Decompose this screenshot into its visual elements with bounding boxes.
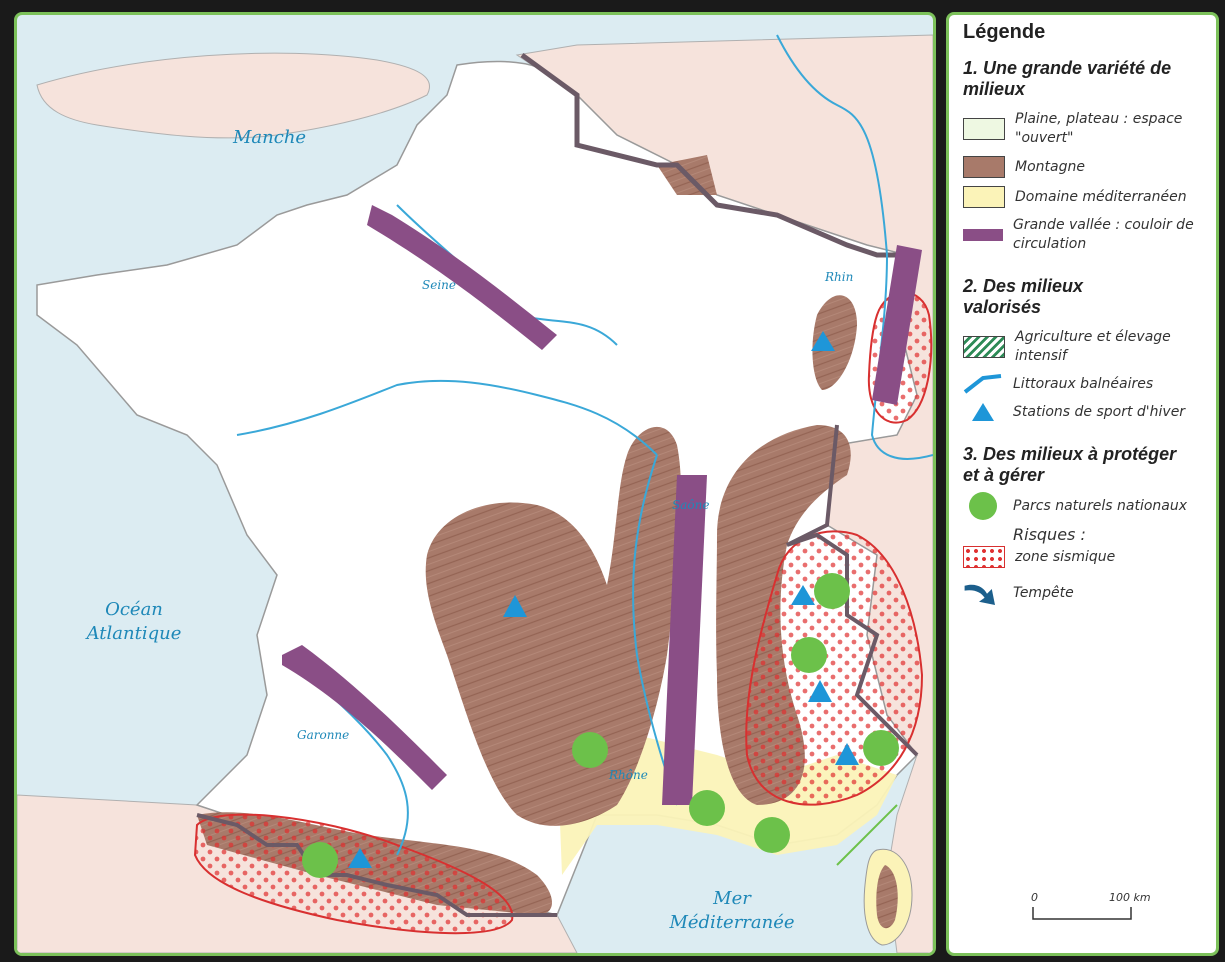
legend-text-parcs: Parcs naturels nationaux <box>1013 497 1188 514</box>
legend-text-mediterraneen: Domaine méditerranéen <box>1015 188 1187 205</box>
label-mer: Mer Méditerranée <box>669 888 795 933</box>
valley-rhone-saone <box>662 475 707 805</box>
river-loire <box>236 379 658 456</box>
border-belgium-germany <box>520 52 897 258</box>
valley-seine <box>367 205 557 350</box>
scale-km: 100 km <box>1109 891 1151 904</box>
legend-item-montagne: Montagne <box>963 156 1206 178</box>
border-switzerland-italy <box>786 424 919 757</box>
legend-text-sismique: zone sismique <box>1015 548 1116 565</box>
legend-section-3: 3. Des milieux à protéger et à gérer <box>963 444 1177 485</box>
legend-title: Légende <box>963 21 1046 43</box>
park-pyrenees <box>302 842 338 878</box>
park-cevennes <box>572 732 608 768</box>
legend-item-littoraux: Littoraux balnéaires <box>963 374 1206 394</box>
legend-text-agriculture: Agriculture et élevage intensif <box>1015 329 1171 364</box>
swatch-sismique <box>963 546 1005 568</box>
legend-text-stations: Stations de sport d'hiver <box>1013 403 1186 420</box>
label-rhin: Rhin <box>825 270 854 284</box>
station-alps-north <box>791 585 815 605</box>
swatch-agriculture <box>963 336 1005 358</box>
swatch-spacer <box>963 524 1003 544</box>
france-map <box>17 34 933 953</box>
park-vanoise <box>814 573 850 609</box>
label-garonne: Garonne <box>297 728 350 742</box>
legend-panel: Légende 1. Une grande variété de milieux… <box>946 12 1219 956</box>
legend-section-1: 1. Une grande variété de milieux <box>963 58 1172 99</box>
corsica-mountain <box>876 865 898 929</box>
legend-item-stations: Stations de sport d'hiver <box>963 402 1206 422</box>
massif-central <box>425 426 682 826</box>
station-alps-south <box>835 743 859 765</box>
label-manche: Manche <box>233 127 307 148</box>
legend-text-montagne: Montagne <box>1015 158 1085 175</box>
river-rhin-north <box>776 34 888 256</box>
label-rhone: Rhône <box>609 768 648 782</box>
storm-arrow-icon <box>963 576 1003 610</box>
swatch-plaine <box>963 118 1005 140</box>
border-spain <box>196 813 557 917</box>
legend-section-2: 2. Des milieux valorisés <box>963 276 1084 317</box>
swatch-vallee <box>963 225 1003 245</box>
station-alps-center <box>808 680 832 702</box>
station-massif-central <box>503 595 527 617</box>
legend-item-parcs: Parcs naturels nationaux <box>963 492 1206 520</box>
littoral-corsica <box>836 804 898 866</box>
park-port-cros <box>754 817 790 853</box>
label-ocean: Océan Atlantique <box>86 599 182 644</box>
scale-zero: 0 <box>1031 891 1038 904</box>
triangle-icon <box>963 402 1003 422</box>
label-saone: Saône <box>672 498 710 512</box>
legend-text-risques: Risques : <box>1013 524 1086 544</box>
england-land <box>36 52 430 139</box>
legend-text-littoraux: Littoraux balnéaires <box>1013 375 1154 392</box>
park-ecrins <box>791 637 827 673</box>
station-pyrenees <box>348 848 372 868</box>
legend-text-plaine: Plaine, plateau : espace "ouvert" <box>1015 111 1183 146</box>
swatch-mediterraneen <box>963 186 1005 208</box>
legend-item-risques: Risques : <box>963 524 1206 544</box>
legend-item-vallee: Grande vallée : couloir de circulation <box>963 216 1206 254</box>
map-panel: Manche Océan Atlantique Mer Méditerranée… <box>14 12 936 956</box>
park-mercantour <box>863 730 899 766</box>
circle-icon <box>963 492 1003 520</box>
valley-garonne <box>282 645 447 790</box>
littoral-icon <box>963 374 1003 394</box>
park-calanques <box>689 790 725 826</box>
label-seine: Seine <box>422 278 456 292</box>
legend-item-plaine: Plaine, plateau : espace "ouvert" <box>963 110 1206 148</box>
station-vosges <box>811 331 835 351</box>
valley-rhin <box>872 245 922 405</box>
legend-item-agriculture: Agriculture et élevage intensif <box>963 328 1206 366</box>
legend-text-tempete: Tempête <box>1013 584 1074 601</box>
legend-text-vallee: Grande vallée : couloir de circulation <box>1013 217 1194 252</box>
scale-bar: 0 100 km <box>1031 891 1151 931</box>
legend-item-mediterraneen: Domaine méditerranéen <box>963 186 1206 208</box>
legend-item-tempete: Tempête <box>963 576 1206 610</box>
river-rhin <box>870 254 933 460</box>
vosges <box>812 295 857 390</box>
legend-item-sismique: zone sismique <box>963 546 1206 568</box>
swatch-montagne <box>963 156 1005 178</box>
